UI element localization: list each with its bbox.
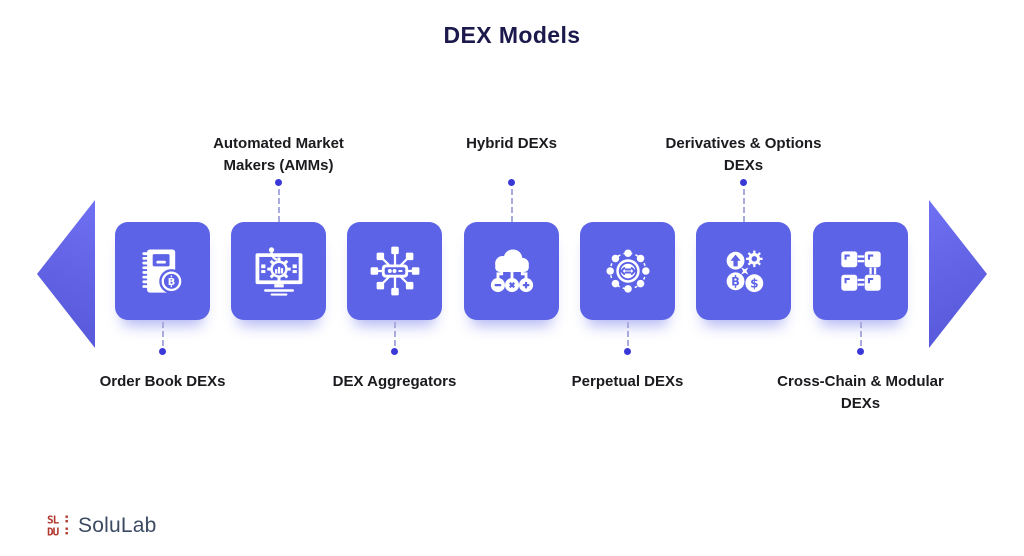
svg-text:B: B: [167, 277, 175, 288]
model-label: Derivatives & Options DEXs: [665, 135, 822, 174]
model-label: Hybrid DEXs: [466, 135, 557, 152]
model-card-aggregator: DEX Aggregators: [333, 133, 456, 433]
connector-line: [277, 189, 280, 222]
hybrid-dex-tile: [464, 222, 559, 320]
solulab-branding: SL DU SoluLab: [46, 513, 157, 539]
dex-aggregator-tile: [347, 222, 442, 320]
connector-line: [510, 189, 513, 222]
connector-dot: [857, 348, 864, 355]
amm-tile: [231, 222, 326, 320]
amm-icon: [255, 247, 302, 296]
cross-chain-modular-icon: [840, 251, 881, 291]
solulab-logo-text: SoluLab: [78, 513, 157, 537]
derivatives-options-tile: B $: [696, 222, 791, 320]
cross-chain-modular-tile: [813, 222, 908, 320]
model-card-perpetual: Perpetual DEXs: [572, 133, 683, 433]
connector-dot: [624, 348, 631, 355]
connector-dot: [391, 348, 398, 355]
model-card-order-book: B Order Book DEXs: [100, 133, 225, 433]
model-label: Perpetual DEXs: [571, 373, 684, 390]
connector-dot: [275, 179, 282, 186]
perpetual-dex-icon: [605, 249, 650, 293]
svg-text:$: $: [750, 276, 758, 290]
model-label: Order Book DEXs: [99, 373, 226, 390]
connector-dot: [159, 348, 166, 355]
dex-aggregator-icon: [370, 246, 419, 296]
model-label: Automated Market Makers (AMMs): [213, 135, 344, 174]
connector-dot: [508, 179, 515, 186]
solulab-logo-icon: SL DU: [47, 514, 68, 539]
svg-text:DU: DU: [47, 526, 60, 539]
connector-dot: [740, 179, 747, 186]
svg-text:SL: SL: [47, 514, 60, 527]
model-label: Cross-Chain & Modular DEXs: [777, 373, 944, 412]
page-title: DEX Models: [443, 22, 581, 48]
carousel-left-arrow[interactable]: [37, 200, 95, 348]
connector-line: [742, 189, 745, 222]
order-book-tile: B: [115, 222, 210, 320]
connector-line: [626, 322, 629, 346]
model-card-cross-chain: Cross-Chain & Modular DEXs: [777, 133, 944, 433]
perpetual-dex-tile: [580, 222, 675, 320]
model-card-derivatives: Derivatives & Options DEXs: [666, 133, 821, 433]
order-book-icon: B: [141, 249, 184, 294]
connector-line: [393, 322, 396, 346]
connector-line: [161, 322, 164, 346]
model-card-amm: Automated Market Makers (AMMs): [213, 133, 344, 433]
model-label: DEX Aggregators: [332, 373, 457, 390]
carousel-right-arrow[interactable]: [929, 200, 987, 348]
derivatives-options-icon: B $: [726, 250, 763, 293]
connector-line: [859, 322, 862, 346]
hybrid-dex-icon: [490, 249, 533, 293]
svg-text:B: B: [731, 275, 740, 288]
model-card-hybrid: Hybrid DEXs: [464, 133, 559, 433]
